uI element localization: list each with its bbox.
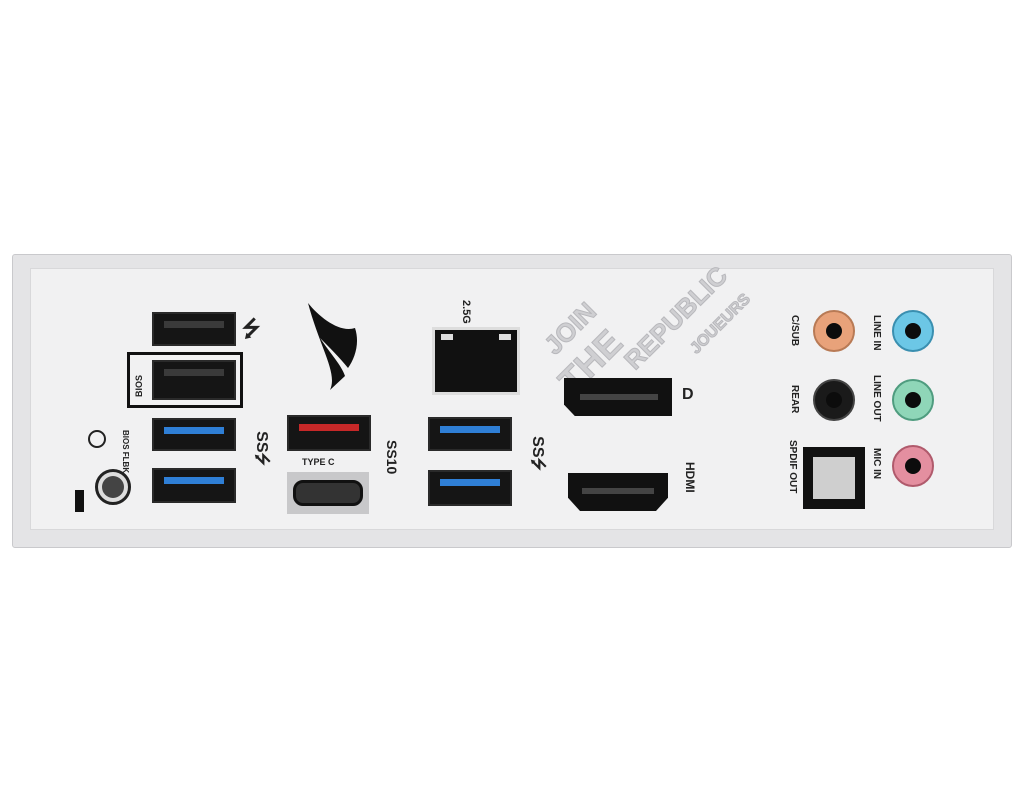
- hdmi-label: HDMI: [683, 462, 697, 493]
- spdif-out-label: SPDIF OUT: [787, 440, 798, 494]
- usb3-port[interactable]: [428, 470, 512, 506]
- rear-jack[interactable]: [813, 379, 855, 421]
- line-out-label: LINE OUT: [871, 375, 882, 422]
- displayport-icon: D: [682, 386, 694, 403]
- bios-flashback-led-icon: [88, 430, 106, 448]
- usb32-gen2x2-port[interactable]: [287, 415, 371, 451]
- usb3-port[interactable]: [428, 417, 512, 451]
- usb3-port[interactable]: [152, 418, 236, 451]
- usb-icon: ⭍: [242, 316, 261, 341]
- rear-label: REAR: [789, 385, 800, 414]
- c-sub-label: C/SUB: [789, 315, 800, 347]
- superspeed-icon: SS⭍: [252, 431, 270, 466]
- ethernet-port[interactable]: [432, 327, 520, 395]
- line-out-jack[interactable]: [892, 379, 934, 421]
- displayport-port[interactable]: [564, 378, 672, 416]
- spdif-out-port[interactable]: [803, 447, 865, 509]
- type-c-label: TYPE C: [302, 457, 335, 467]
- superspeed-icon: SS⭍: [528, 436, 546, 471]
- bios-flashback-box: [127, 352, 243, 408]
- mic-in-label: MIC IN: [871, 448, 882, 480]
- line-in-label: LINE IN: [871, 315, 882, 351]
- usb-type-c-port[interactable]: [287, 472, 369, 514]
- ss10-icon: SS10: [384, 440, 400, 475]
- line-in-jack[interactable]: [892, 310, 934, 352]
- c-sub-jack[interactable]: [813, 310, 855, 352]
- clr-cmos-button[interactable]: [75, 490, 84, 512]
- usb2-port[interactable]: [152, 312, 236, 346]
- bios-label: BIOS: [134, 374, 144, 397]
- hdmi-port[interactable]: [568, 473, 668, 511]
- usb-bios-port[interactable]: [152, 360, 236, 400]
- bios-flbk-label: BIOS FLBK: [121, 430, 130, 474]
- mic-in-jack[interactable]: [892, 445, 934, 487]
- usb3-port[interactable]: [152, 468, 236, 503]
- rog-logo-icon: [308, 303, 358, 390]
- lan-speed-label: 2.5G: [460, 300, 472, 324]
- bios-flashback-button[interactable]: [95, 469, 131, 505]
